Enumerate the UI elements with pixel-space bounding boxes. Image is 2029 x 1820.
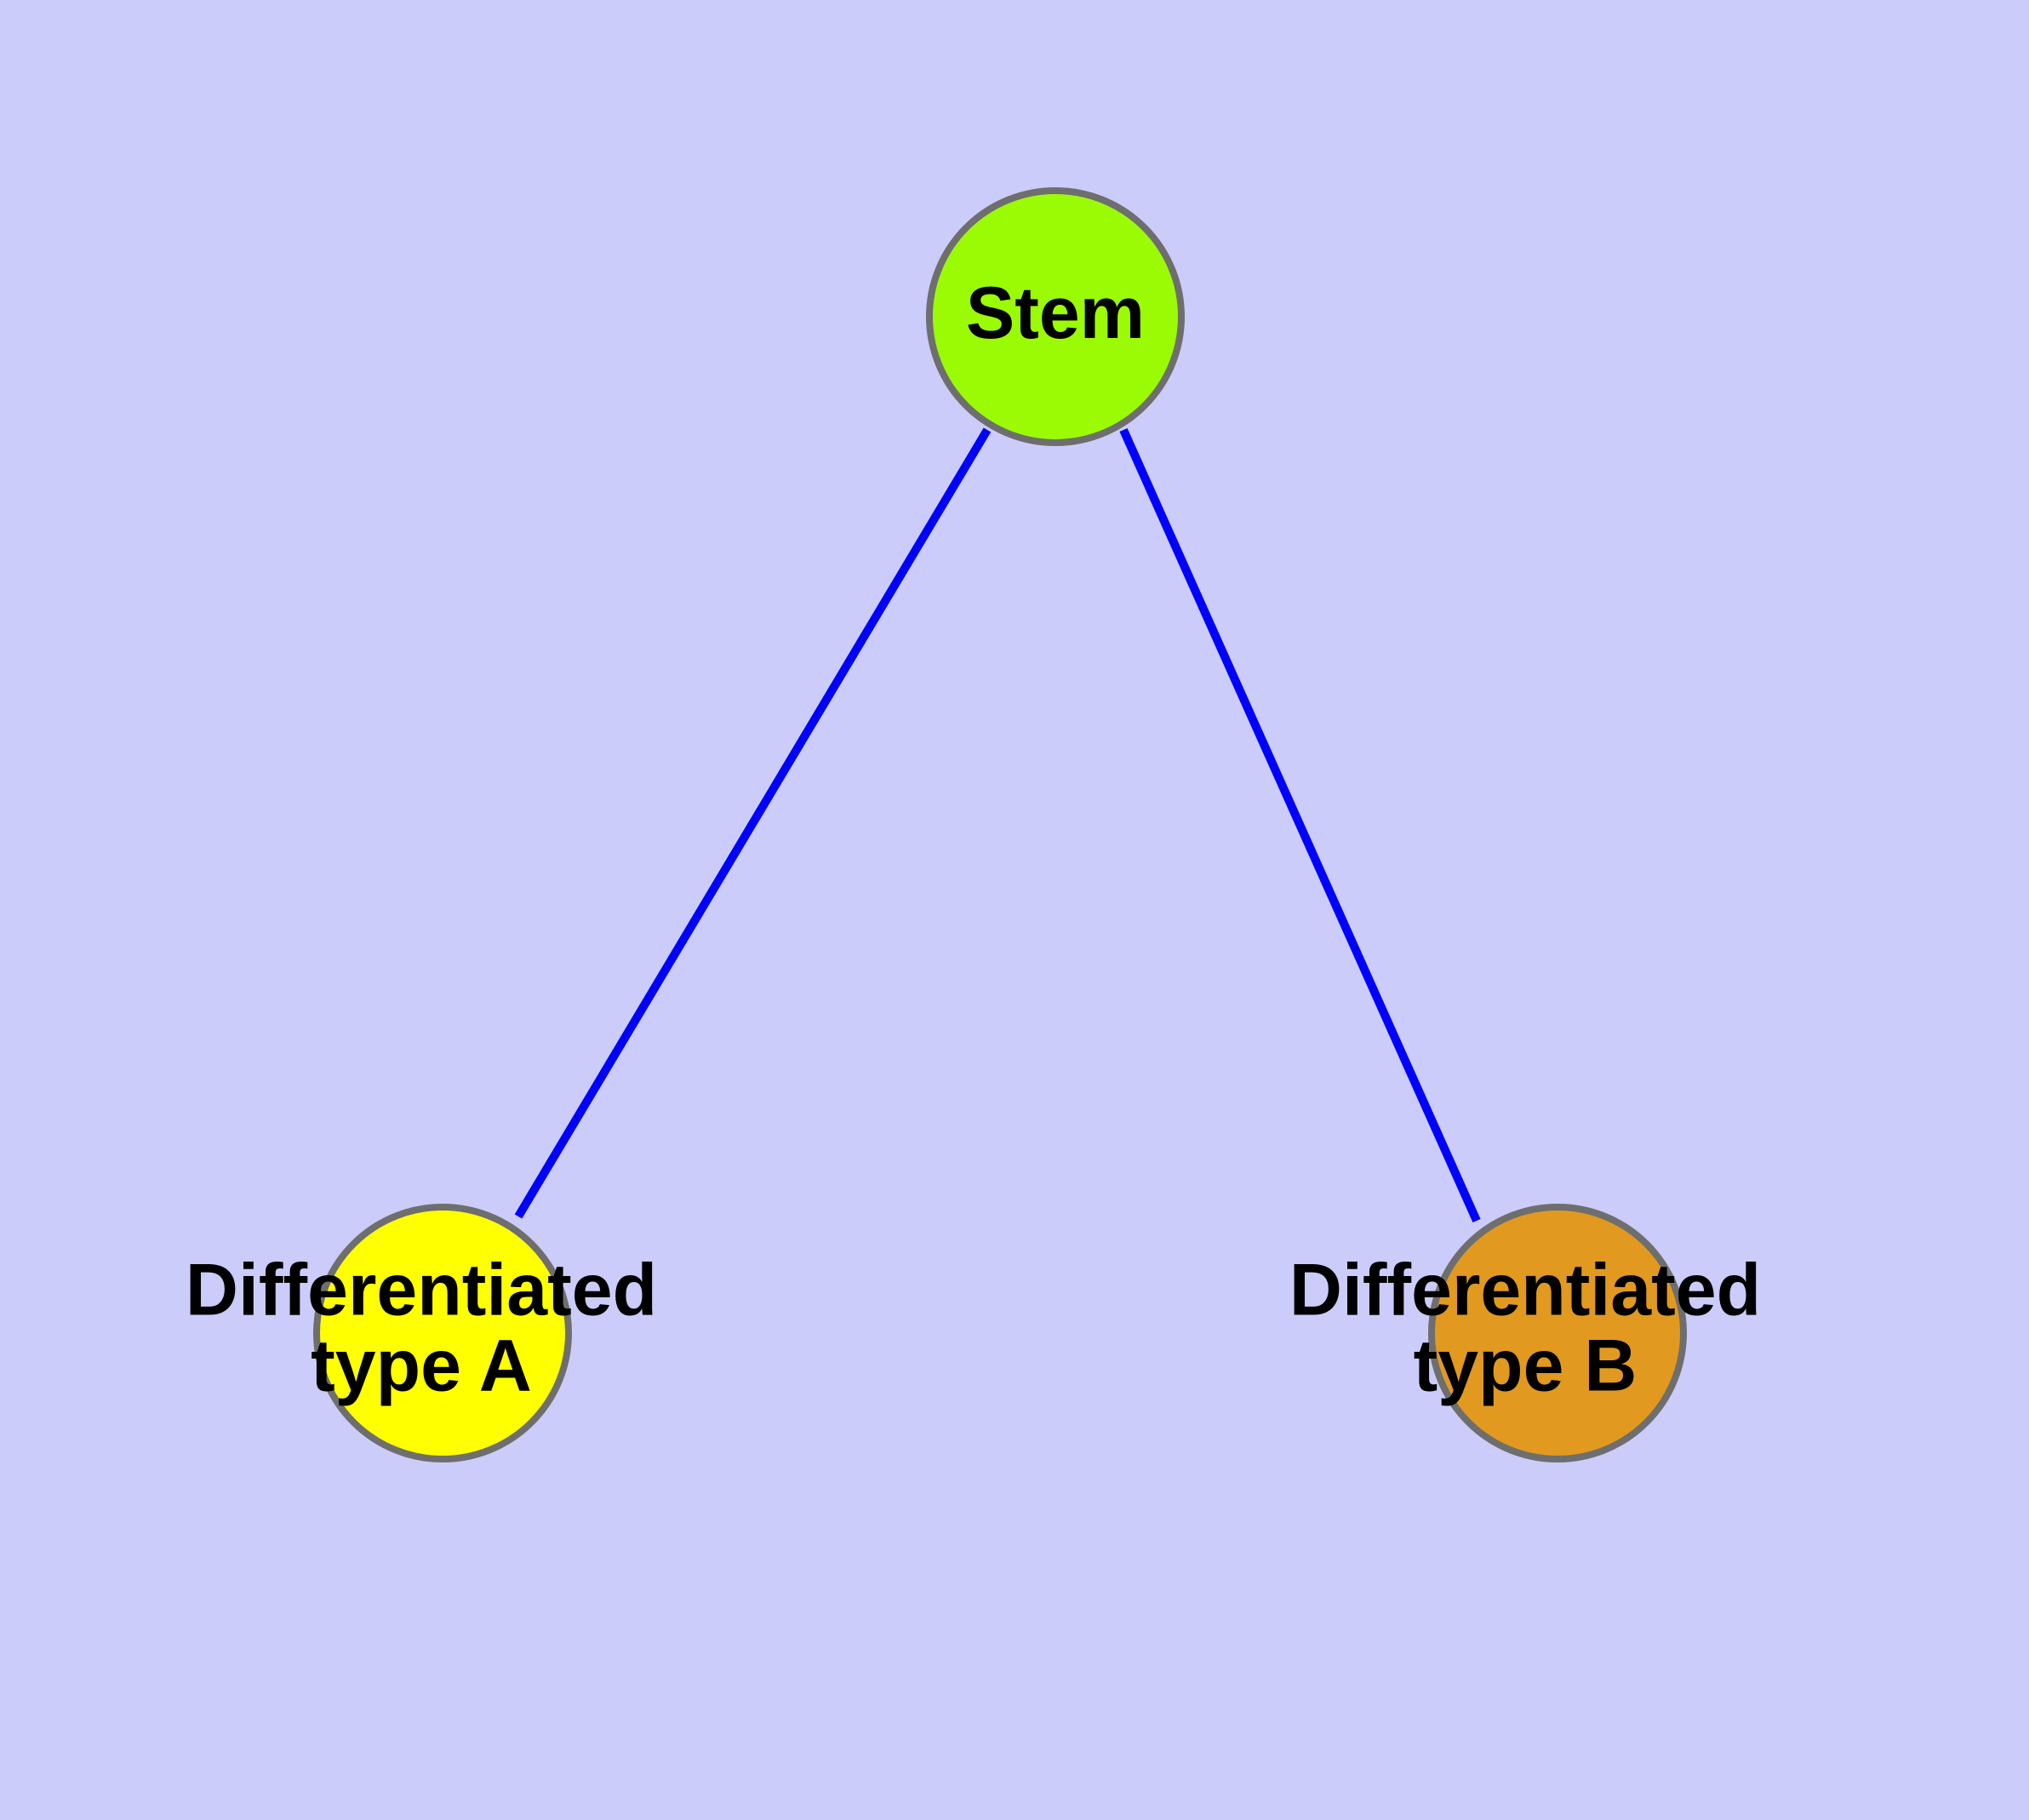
node-stem-circle[interactable] <box>926 187 1185 446</box>
edge-stem-to-differentiated-type-a[interactable] <box>514 427 992 1219</box>
node-differentiated-type-a-circle[interactable] <box>313 1204 572 1462</box>
node-differentiated-type-b-circle[interactable] <box>1428 1204 1687 1462</box>
node-stem-label: Stem <box>966 272 1145 354</box>
edge-stem-to-differentiated-type-b[interactable] <box>1119 427 1481 1223</box>
node-stem[interactable]: Stem <box>926 187 1185 446</box>
edge-layer <box>514 427 1481 1223</box>
